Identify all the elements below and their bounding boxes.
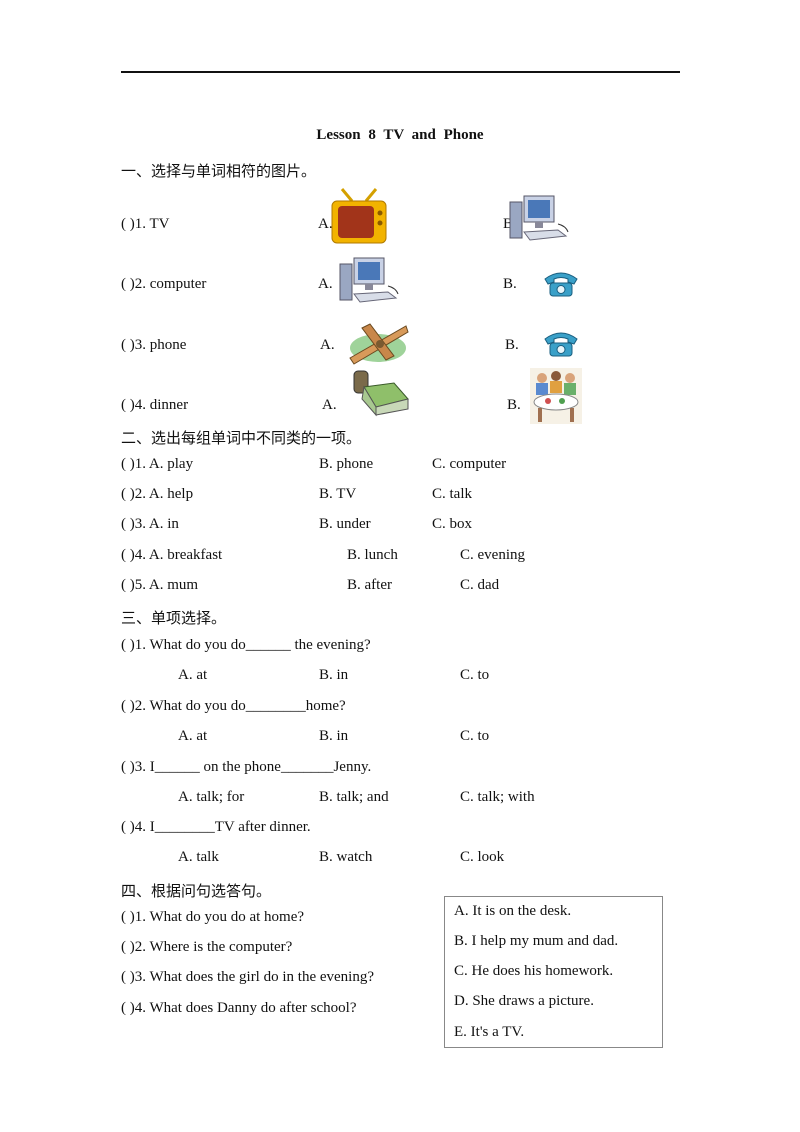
p1-item-3-option-b: B.	[505, 337, 519, 353]
p3-question-1-option-a: A. at	[178, 667, 208, 683]
p4-question-4: ( )4. What does Danny do after school?	[121, 1000, 357, 1016]
p2-item-3-option-c: C. box	[432, 516, 473, 532]
p1-item-4: ( )4. dinner	[121, 397, 189, 413]
p4-question-2: ( )2. Where is the computer?	[121, 939, 293, 955]
p2-item-4-option-c: C. evening	[460, 547, 525, 563]
p2-item-5-option-b: B. after	[347, 577, 392, 593]
p2-item-1: ( )1. A. play	[121, 456, 194, 472]
p3-question-4-option-c: C. look	[460, 849, 505, 865]
p3-question-2: ( )2. What do you do________home?	[121, 698, 346, 714]
p2-item-2-option-c: C. talk	[432, 486, 472, 502]
p2-item-1-option-b: B. phone	[319, 456, 374, 472]
p2-item-5-option-c: C. dad	[460, 577, 500, 593]
p3-question-4-option-a: A. talk	[178, 849, 219, 865]
p2-item-2: ( )2. A. help	[121, 486, 194, 502]
p3-question-2-option-b: B. in	[319, 728, 349, 744]
answer-options-box: A. It is on the desk. B. I help my mum a…	[444, 896, 663, 1048]
p3-question-3-option-b: B. talk; and	[319, 789, 389, 805]
p3-question-1-option-c: C. to	[460, 667, 490, 683]
p3-question-2-option-a: A. at	[178, 728, 208, 744]
computer-icon	[339, 257, 399, 303]
phone-icon	[544, 272, 578, 297]
p1-item-4-option-b: B.	[507, 397, 521, 413]
p3-question-3-option-a: A. talk; for	[178, 789, 245, 805]
section-heading-3: 三、单项选择。	[121, 611, 227, 627]
p1-item-2-option-b: B.	[503, 276, 517, 292]
p3-question-1: ( )1. What do you do______ the evening?	[121, 637, 371, 653]
p2-item-5: ( )5. A. mum	[121, 577, 199, 593]
phone-icon	[544, 332, 578, 357]
p3-question-1-option-b: B. in	[319, 667, 349, 683]
p3-question-2-option-c: C. to	[460, 728, 490, 744]
section-heading-1: 一、选择与单词相符的图片。	[121, 164, 317, 180]
p1-item-2-option-a: A.	[318, 276, 333, 292]
p1-item-3: ( )3. phone	[121, 337, 187, 353]
tv-icon	[331, 188, 387, 244]
p2-item-1-option-c: C. computer	[432, 456, 507, 472]
p2-item-3-option-b: B. under	[319, 516, 371, 532]
p2-item-2-option-b: B. TV	[319, 486, 357, 502]
p3-question-3-option-c: C. talk; with	[460, 789, 535, 805]
header-rule	[121, 71, 680, 73]
p1-item-1: ( )1. TV	[121, 216, 170, 232]
answer-option-e: E. It's a TV.	[454, 1024, 525, 1040]
bed-icon	[353, 370, 409, 417]
section-heading-2: 二、选出每组单词中不同类的一项。	[121, 431, 362, 447]
computer-icon	[509, 195, 569, 241]
answer-option-d: D. She draws a picture.	[454, 993, 594, 1009]
answer-option-b: B. I help my mum and dad.	[454, 933, 619, 949]
p4-question-1: ( )1. What do you do at home?	[121, 909, 305, 925]
answer-option-a: A. It is on the desk.	[454, 903, 572, 919]
p2-item-4-option-b: B. lunch	[347, 547, 398, 563]
p1-item-2: ( )2. computer	[121, 276, 207, 292]
p3-question-4-option-b: B. watch	[319, 849, 373, 865]
p3-question-4: ( )4. I________TV after dinner.	[121, 819, 311, 835]
dinner-icon	[530, 368, 582, 424]
answer-option-c: C. He does his homework.	[454, 963, 614, 979]
p1-item-1-option-a: A.	[318, 216, 333, 232]
plane-icon	[349, 323, 409, 365]
p1-item-3-option-a: A.	[320, 337, 335, 353]
p1-item-4-option-a: A.	[322, 397, 337, 413]
p4-question-3: ( )3. What does the girl do in the eveni…	[121, 969, 374, 985]
p3-question-3: ( )3. I______ on the phone_______Jenny.	[121, 759, 372, 775]
page-title: Lesson 8 TV and Phone	[316, 127, 484, 143]
section-heading-4: 四、根据问句选答句。	[121, 884, 272, 900]
p2-item-4: ( )4. A. breakfast	[121, 547, 223, 563]
p2-item-3: ( )3. A. in	[121, 516, 179, 532]
